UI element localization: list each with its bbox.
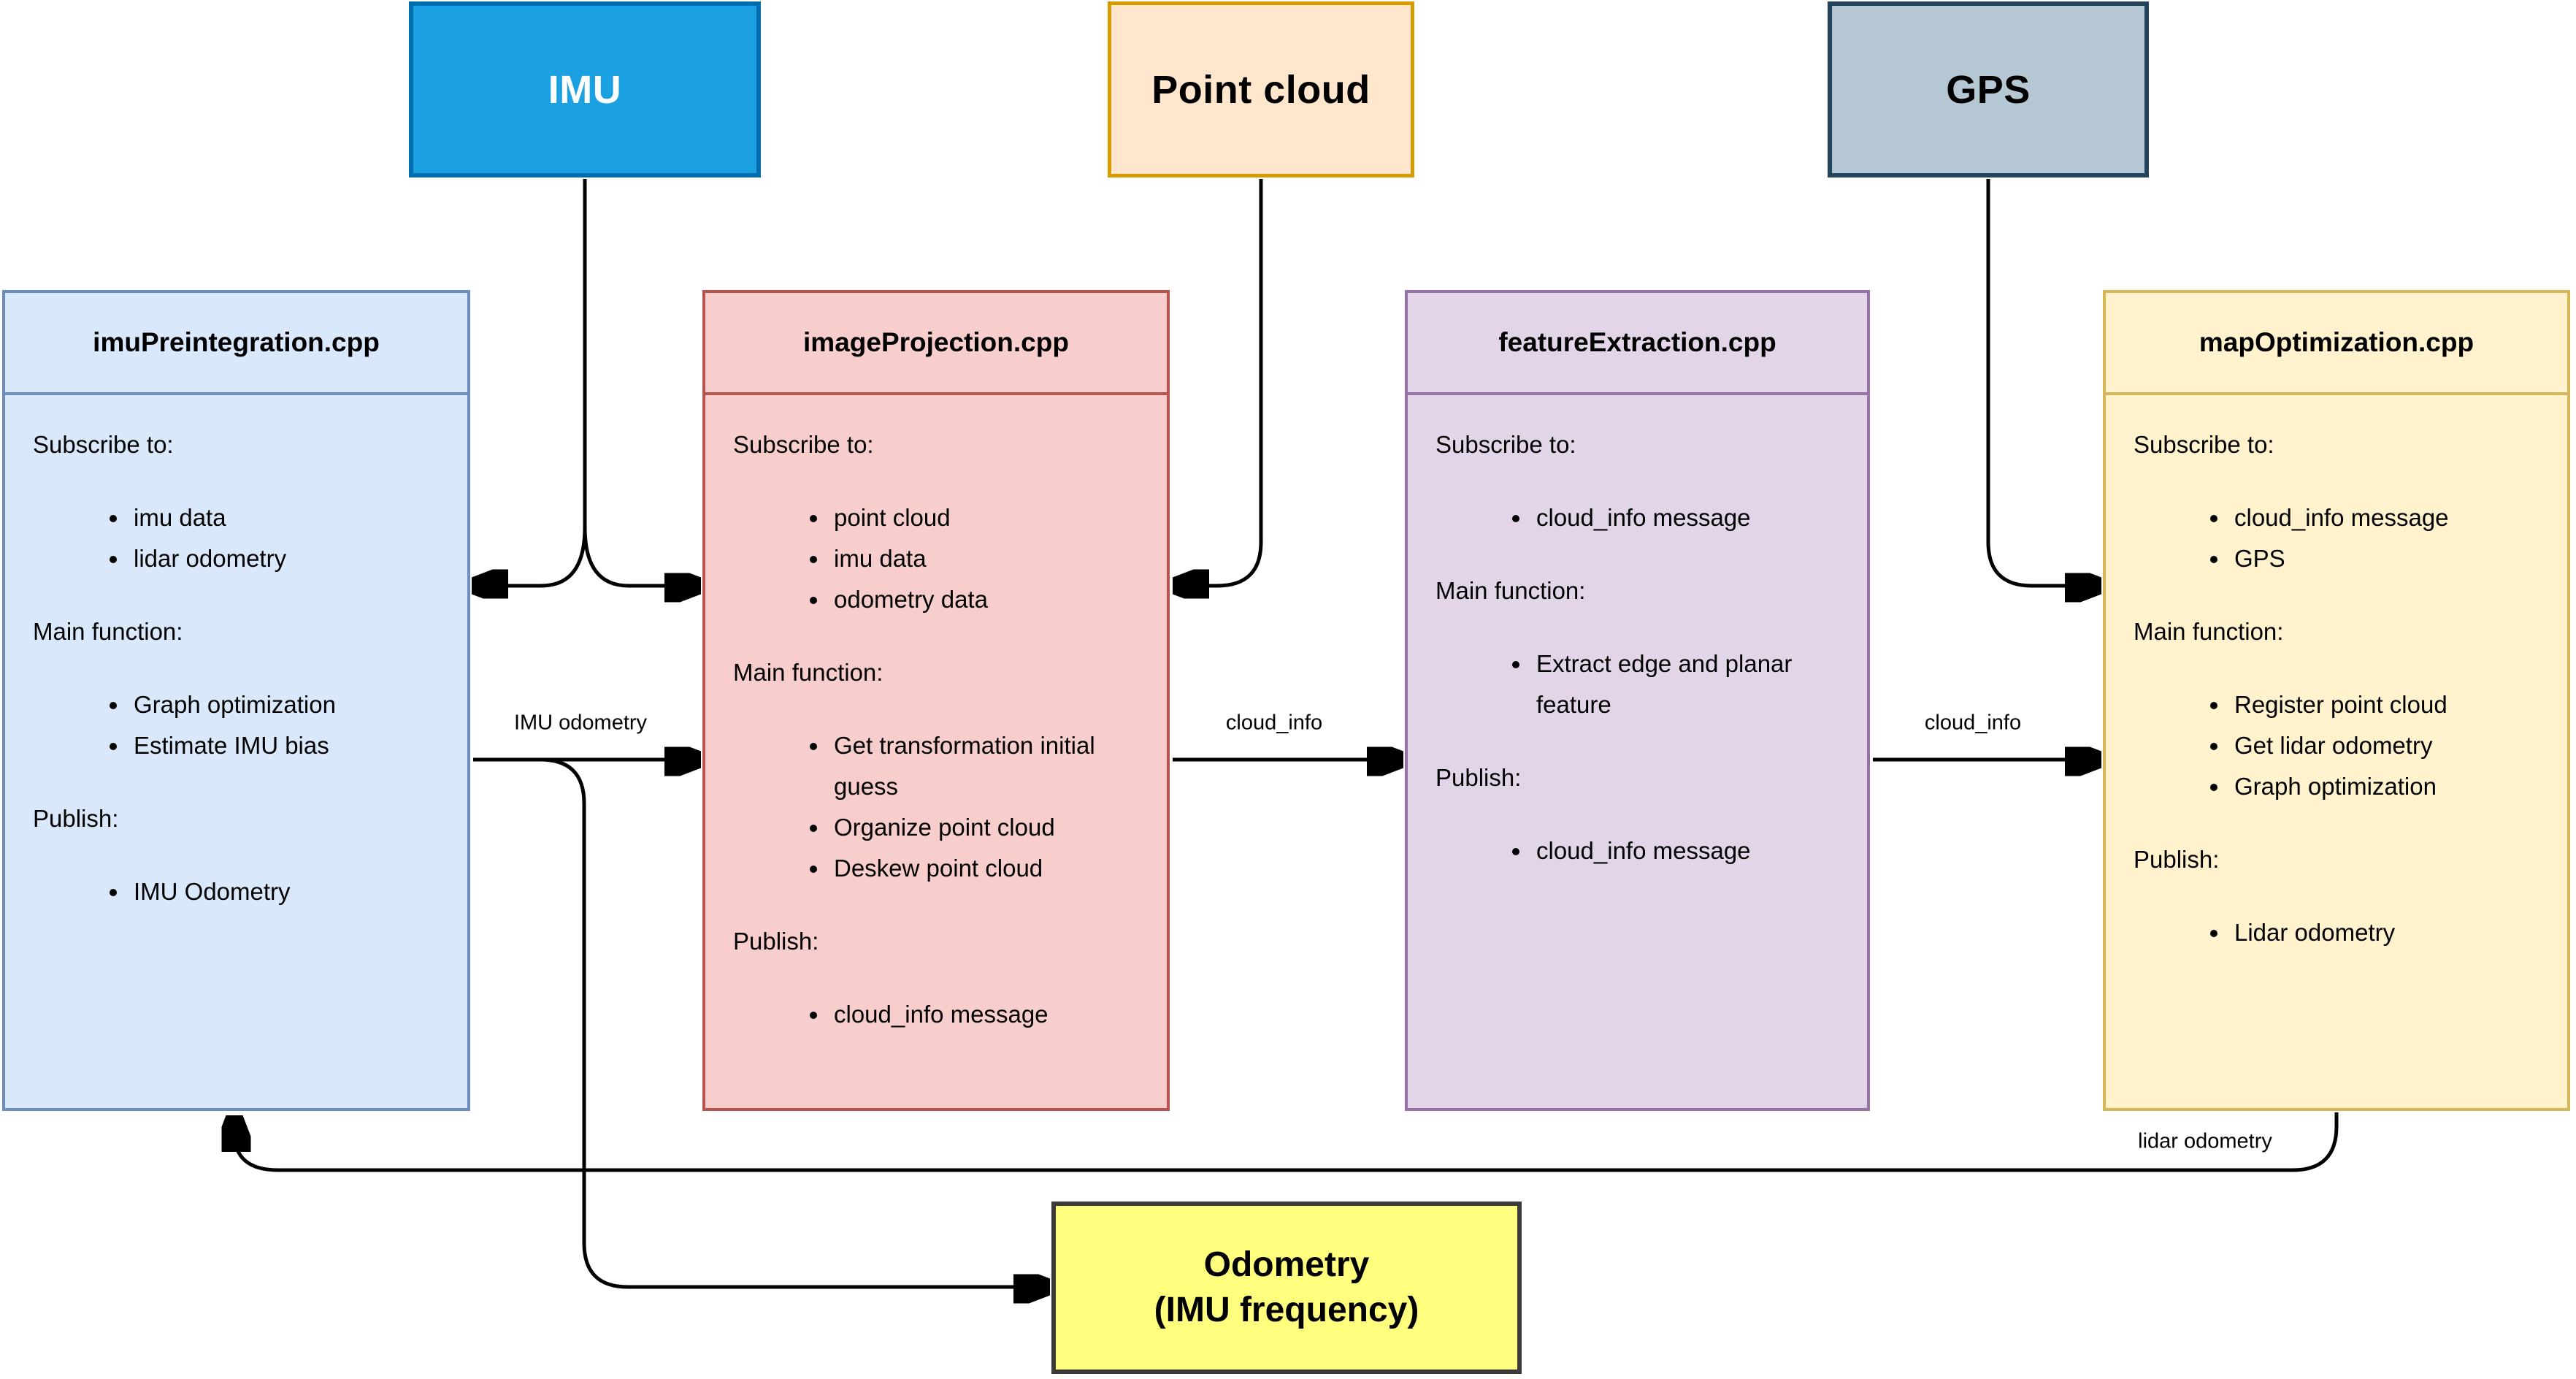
source-gps-label: GPS	[1946, 67, 2031, 112]
bullet-item: cloud_info message	[1532, 497, 1849, 538]
edge-imu-to-preintegration	[476, 527, 587, 586]
bullet-item: Get lidar odometry	[2230, 725, 2550, 766]
edge-gps-to-mapoptimization	[1986, 179, 2097, 586]
edge-label-cloud-info-1: cloud_info	[1225, 711, 1323, 735]
source-imu: IMU	[409, 1, 761, 177]
section-label: Publish:	[33, 805, 119, 832]
section-label: Main function:	[2134, 618, 2284, 645]
edge-pointcloud-to-projection	[1177, 179, 1263, 586]
section-label: Main function:	[1435, 577, 1586, 604]
module-title: imageProjection.cpp	[705, 293, 1167, 395]
section-label: Subscribe to:	[733, 431, 874, 458]
bullet-item: Register point cloud	[2230, 684, 2550, 725]
source-point-cloud-label: Point cloud	[1151, 67, 1371, 112]
bullet-list: cloud_info message	[1408, 497, 1849, 538]
bullet-list: IMU Odometry	[5, 871, 450, 912]
bullet-item: Organize point cloud	[829, 807, 1149, 848]
edge-lidar-odometry-feedback	[234, 1112, 2339, 1172]
edge-imu-to-projection	[583, 527, 697, 586]
module-feature-extraction: featureExtraction.cpp Subscribe to: clou…	[1405, 290, 1870, 1111]
section-label: Subscribe to:	[1435, 431, 1576, 458]
bullet-item: Deskew point cloud	[829, 848, 1149, 889]
bullet-list: Get transformation initial guess Organiz…	[705, 725, 1149, 889]
source-gps: GPS	[1828, 1, 2149, 177]
bullet-item: Extract edge and planar feature	[1532, 643, 1849, 725]
bullet-item: Graph optimization	[129, 684, 450, 725]
source-imu-label: IMU	[548, 67, 622, 112]
module-imu-preintegration: imuPreintegration.cpp Subscribe to: imu …	[2, 290, 470, 1111]
section-label: Main function:	[733, 659, 883, 686]
bullet-item: odometry data	[829, 579, 1149, 620]
module-body: Subscribe to: cloud_info message Main fu…	[1408, 395, 1867, 871]
module-title: imuPreintegration.cpp	[5, 293, 467, 395]
bullet-item: Graph optimization	[2230, 766, 2550, 807]
section-label: Subscribe to:	[2134, 431, 2274, 458]
bullet-list: cloud_info message	[705, 994, 1149, 1035]
bullet-list: cloud_info message GPS	[2106, 497, 2550, 579]
bullet-item: cloud_info message	[829, 994, 1149, 1035]
output-odometry-line2: (IMU frequency)	[1154, 1291, 1419, 1329]
bullet-list: imu data lidar odometry	[5, 497, 450, 579]
module-body: Subscribe to: point cloud imu data odome…	[705, 395, 1167, 1035]
module-map-optimization: mapOptimization.cpp Subscribe to: cloud_…	[2103, 290, 2570, 1111]
source-point-cloud: Point cloud	[1108, 1, 1414, 177]
output-odometry-line1: Odometry	[1203, 1245, 1370, 1284]
bullet-item: imu data	[129, 497, 450, 538]
section-label: Publish:	[2134, 846, 2220, 873]
bullet-list: Extract edge and planar feature	[1408, 643, 1849, 725]
edge-label-cloud-info-2: cloud_info	[1924, 711, 2022, 735]
module-title: featureExtraction.cpp	[1408, 293, 1867, 395]
bullet-item: cloud_info message	[1532, 830, 1849, 871]
bullet-item: imu data	[829, 538, 1149, 579]
section-label: Subscribe to:	[33, 431, 174, 458]
bullet-item: lidar odometry	[129, 538, 450, 579]
section-label: Publish:	[733, 928, 819, 955]
section-label: Main function:	[33, 618, 183, 645]
edge-label-lidar-odometry: lidar odometry	[2138, 1129, 2272, 1153]
bullet-list: point cloud imu data odometry data	[705, 497, 1149, 620]
section-label: Publish:	[1435, 764, 1522, 791]
bullet-list: Register point cloud Get lidar odometry …	[2106, 684, 2550, 807]
bullet-list: Lidar odometry	[2106, 912, 2550, 953]
output-odometry: Odometry (IMU frequency)	[1051, 1202, 1522, 1374]
module-body: Subscribe to: cloud_info message GPS Mai…	[2106, 395, 2567, 953]
bullet-item: cloud_info message	[2230, 497, 2550, 538]
module-title: mapOptimization.cpp	[2106, 293, 2567, 395]
bullet-item: IMU Odometry	[129, 871, 450, 912]
module-image-projection: imageProjection.cpp Subscribe to: point …	[702, 290, 1170, 1111]
edge-label-imu-odometry: IMU odometry	[513, 711, 648, 735]
bullet-item: Estimate IMU bias	[129, 725, 450, 766]
module-body: Subscribe to: imu data lidar odometry Ma…	[5, 395, 467, 912]
bullet-list: Graph optimization Estimate IMU bias	[5, 684, 450, 766]
bullet-item: GPS	[2230, 538, 2550, 579]
bullet-item: Lidar odometry	[2230, 912, 2550, 953]
bullet-list: cloud_info message	[1408, 830, 1849, 871]
bullet-item: Get transformation initial guess	[829, 725, 1149, 807]
bullet-item: point cloud	[829, 497, 1149, 538]
